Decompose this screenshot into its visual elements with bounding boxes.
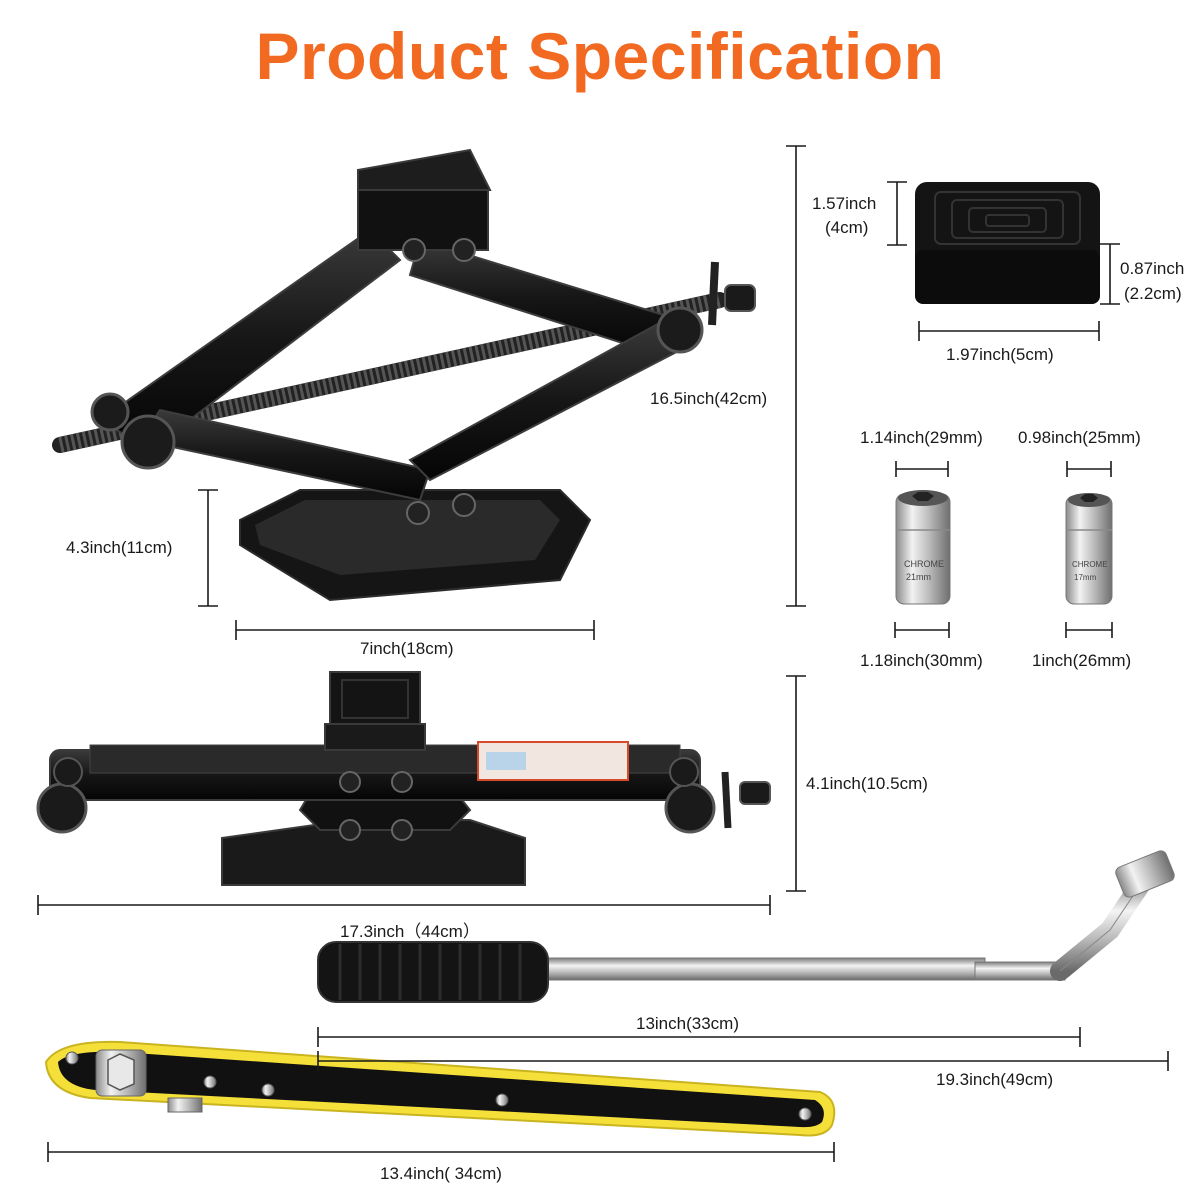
rubber-pad [915, 182, 1100, 304]
ratchet-wrench [44, 1040, 836, 1137]
dimension-lines [37, 145, 1169, 1162]
socket2-brand-text: CHROME [1072, 560, 1108, 569]
socket1-size-text: 21mm [906, 572, 931, 582]
label-pad-height-cm: (4cm) [825, 218, 869, 237]
label-socket1-bottom: 1.18inch(30mm) [860, 651, 983, 670]
label-pad-height: 1.57inch [812, 194, 877, 213]
label-jack-folded-height: 4.1inch(10.5cm) [806, 774, 928, 793]
label-wrench-extended: 19.3inch(49cm) [936, 1070, 1054, 1089]
label-jack-base-width: 7inch(18cm) [360, 639, 454, 658]
label-socket2-bottom: 1inch(26mm) [1032, 651, 1132, 670]
label-ratchet-length: 13.4inch( 34cm) [380, 1164, 502, 1183]
lug-wrench [317, 850, 1175, 1003]
label-pad-thickness: 0.87inch [1120, 259, 1185, 278]
label-socket2-top: 0.98inch(25mm) [1018, 428, 1141, 447]
scissor-jack-folded [36, 671, 771, 886]
scissor-jack-extended [52, 148, 756, 602]
page-title: Product Specification [255, 19, 945, 93]
label-jack-base-height: 4.3inch(11cm) [66, 538, 173, 557]
label-jack-height-total: 16.5inch(42cm) [650, 389, 768, 408]
socket-17mm [1065, 493, 1113, 605]
socket-21mm [895, 490, 951, 605]
label-pad-width: 1.97inch(5cm) [946, 345, 1054, 364]
label-socket1-top: 1.14inch(29mm) [860, 428, 983, 447]
label-pad-thickness-cm: (2.2cm) [1124, 284, 1182, 303]
socket1-brand-text: CHROME [904, 559, 944, 569]
socket2-size-text: 17mm [1074, 573, 1097, 582]
label-jack-folded-length: 17.3inch（44cm） [340, 922, 480, 941]
label-wrench-closed: 13inch(33cm) [636, 1014, 739, 1033]
